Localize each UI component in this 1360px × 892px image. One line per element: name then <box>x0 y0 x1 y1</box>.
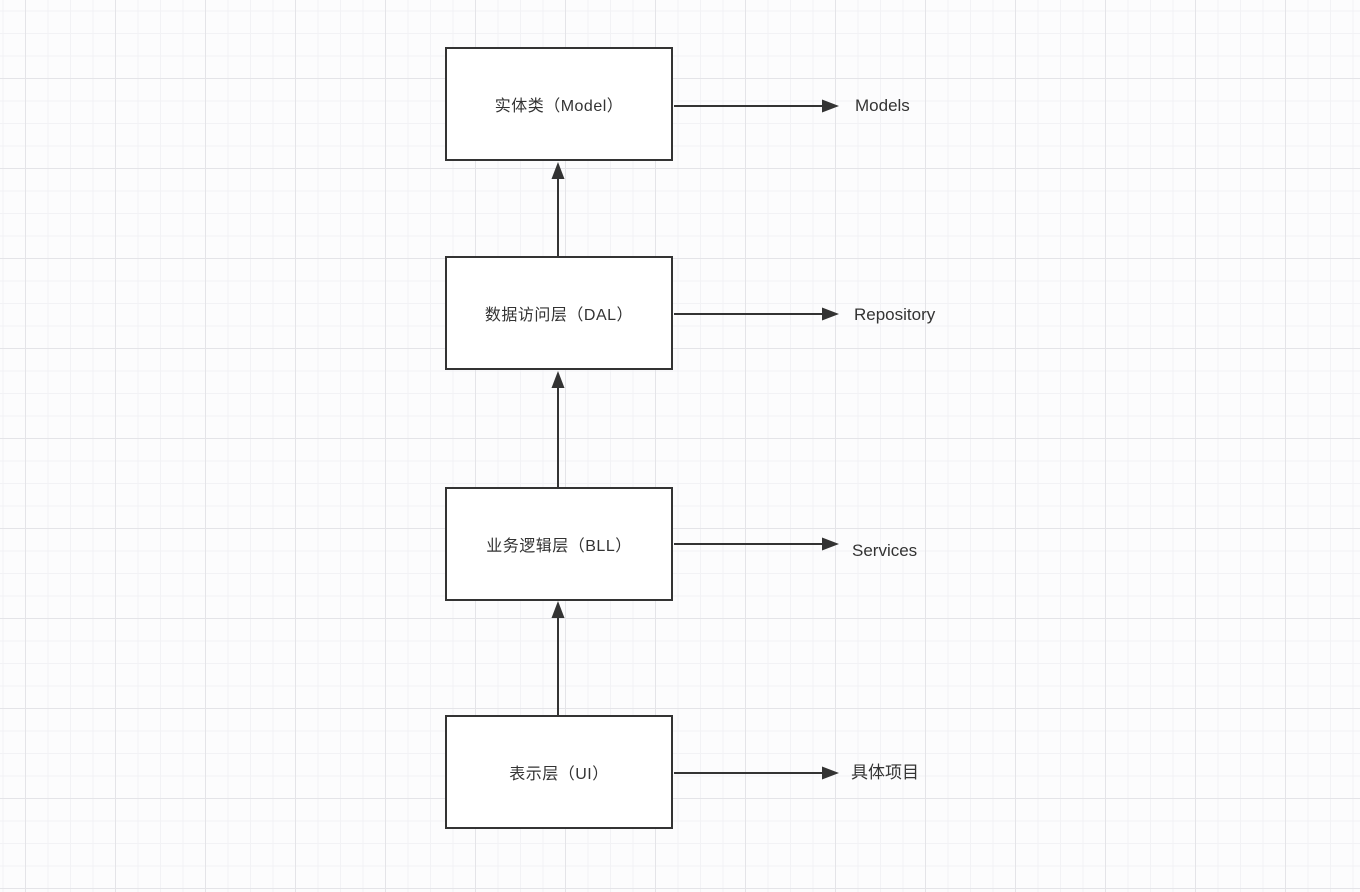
arrowhead-right-icon <box>822 537 839 551</box>
node-model[interactable]: 实体类（Model） <box>445 47 673 161</box>
arrow-dal-to-model[interactable] <box>551 162 565 257</box>
arrow-ui-to-project[interactable] <box>674 766 839 780</box>
node-dal[interactable]: 数据访问层（DAL） <box>445 256 673 370</box>
label-project[interactable]: 具体项目 <box>851 763 919 782</box>
arrowhead-up-icon <box>551 162 565 179</box>
arrow-model-to-models[interactable] <box>674 99 839 113</box>
arrowhead-up-icon <box>551 371 565 388</box>
arrowhead-up-icon <box>551 601 565 618</box>
arrow-dal-to-repository[interactable] <box>674 307 839 321</box>
node-dal-label: 数据访问层（DAL） <box>484 307 634 324</box>
node-model-label: 实体类（Model） <box>494 98 624 115</box>
arrow-bll-to-dal[interactable] <box>551 371 565 488</box>
node-bll-label: 业务逻辑层（BLL） <box>486 538 632 555</box>
arrow-bll-to-services[interactable] <box>674 537 839 551</box>
node-ui-label: 表示层（UI） <box>509 766 609 783</box>
label-services[interactable]: Services <box>852 541 918 560</box>
arrowhead-right-icon <box>822 99 839 113</box>
label-models[interactable]: Models <box>855 96 910 115</box>
arrowhead-right-icon <box>822 766 839 780</box>
arrowhead-right-icon <box>822 307 839 321</box>
node-bll[interactable]: 业务逻辑层（BLL） <box>445 487 673 601</box>
node-ui[interactable]: 表示层（UI） <box>445 715 673 829</box>
arrow-ui-to-bll[interactable] <box>551 601 565 716</box>
label-repository[interactable]: Repository <box>854 305 936 324</box>
